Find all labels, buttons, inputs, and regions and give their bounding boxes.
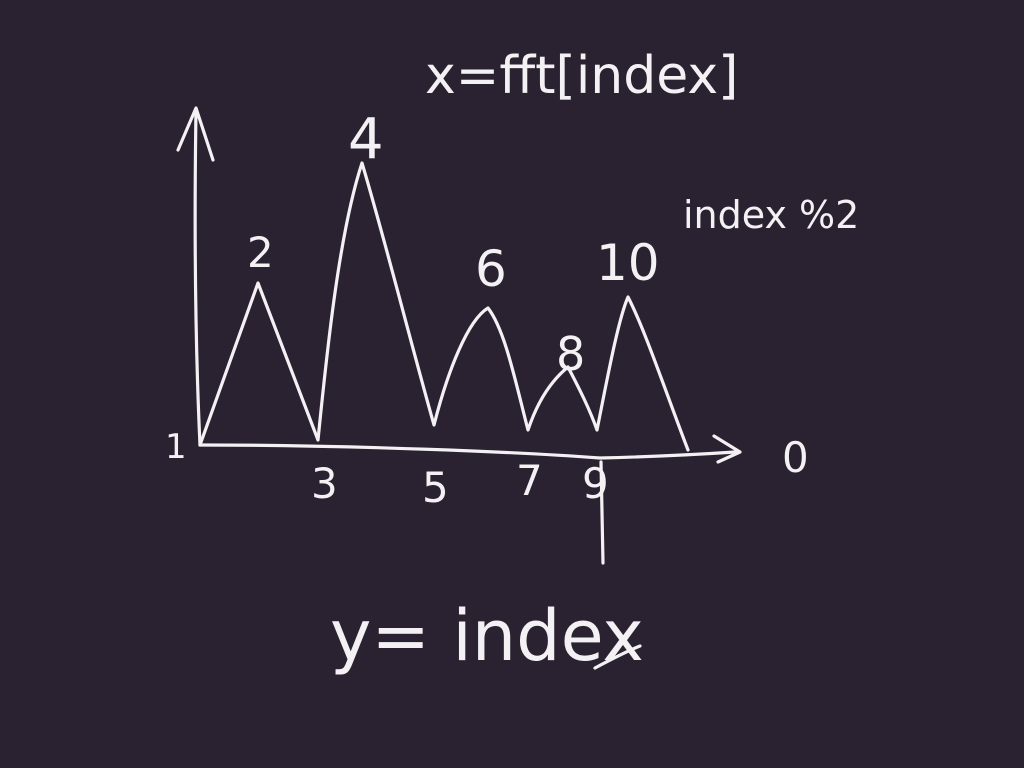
trough-label-9: 9 bbox=[582, 459, 609, 508]
scribble-underline bbox=[593, 644, 642, 670]
trough-label-5: 5 bbox=[422, 463, 449, 512]
peak-label-2: 2 bbox=[247, 228, 274, 277]
top-formula-text: x=fft[index] bbox=[425, 46, 738, 106]
trough-label-7: 7 bbox=[516, 456, 543, 505]
axis-end-label: 0 bbox=[782, 433, 809, 482]
y-axis-arrowhead bbox=[176, 106, 215, 162]
trough-label-3: 3 bbox=[311, 459, 338, 508]
y-axis-line bbox=[193, 108, 202, 447]
index-9-marker-line bbox=[599, 460, 605, 565]
signal-curve bbox=[198, 161, 690, 452]
origin-label: 1 bbox=[165, 427, 187, 467]
bottom-formula-text: y= index bbox=[330, 595, 644, 677]
side-note-text: index %2 bbox=[683, 193, 859, 237]
x-axis-arrowhead bbox=[712, 434, 742, 464]
peak-label-6: 6 bbox=[475, 240, 507, 298]
x-axis-line bbox=[198, 443, 737, 460]
peak-label-4: 4 bbox=[348, 107, 384, 172]
peak-label-8: 8 bbox=[556, 327, 585, 381]
peak-label-10: 10 bbox=[596, 234, 660, 292]
